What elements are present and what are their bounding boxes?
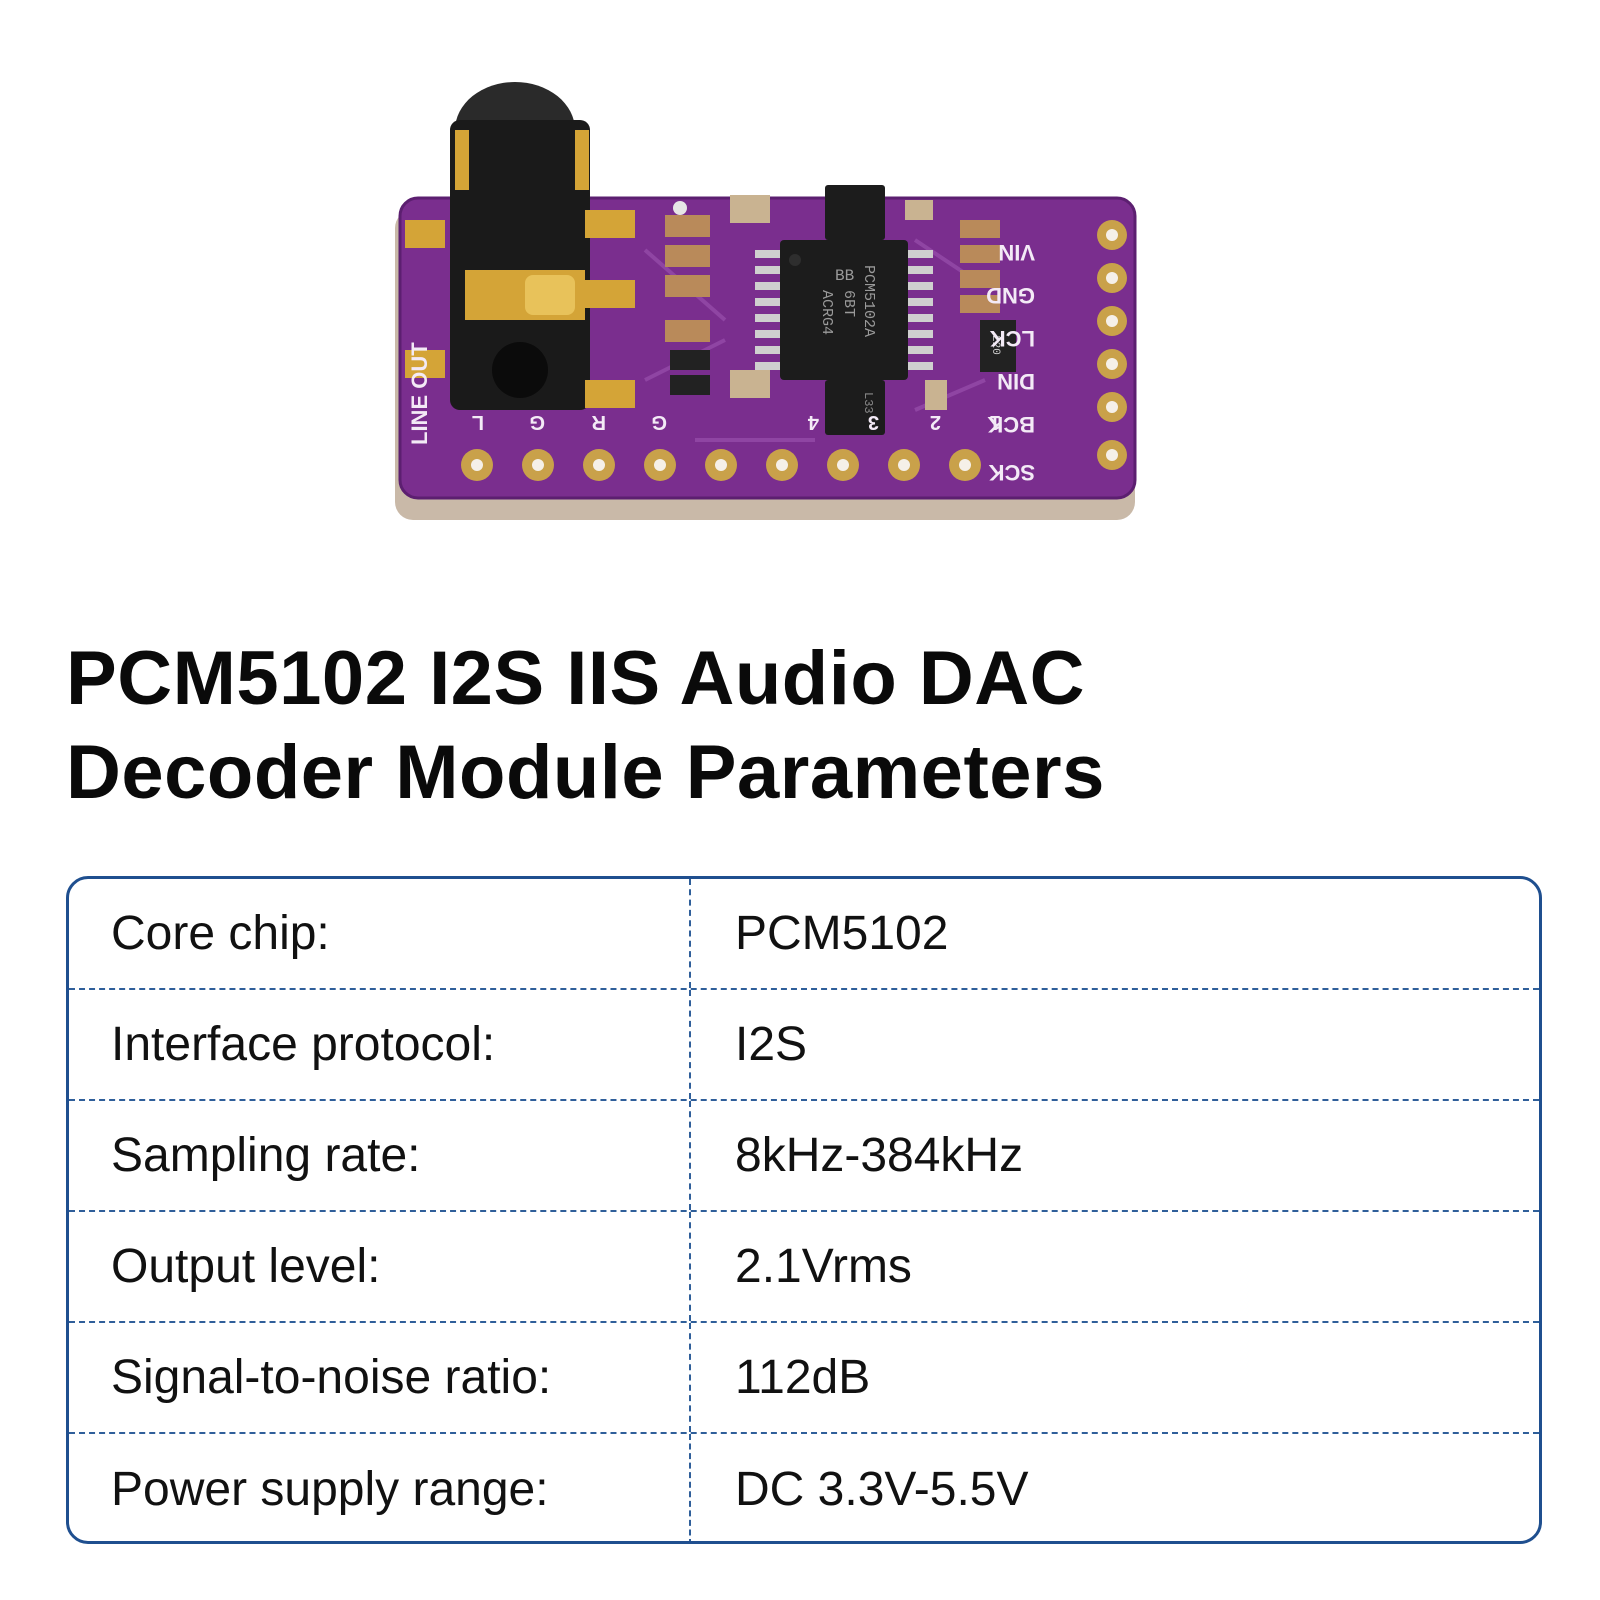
regulator-top: [825, 185, 885, 240]
pin-label-gnd: GND: [986, 283, 1035, 308]
pin-label-bck: BCK: [987, 412, 1035, 437]
table-row: Output level: 2.1Vrms: [69, 1212, 1539, 1323]
passive-components: 220: [665, 195, 1016, 410]
spec-label: Signal-to-noise ratio:: [69, 1323, 691, 1432]
pin-label-2: 2: [930, 411, 941, 433]
table-row: Signal-to-noise ratio: 112dB: [69, 1323, 1539, 1434]
pin-label-lck: LCK: [990, 326, 1035, 351]
spec-value: DC 3.3V-5.5V: [735, 1463, 1029, 1516]
page-title: PCM5102 I2S IIS Audio DAC Decoder Module…: [66, 632, 1526, 820]
table-row: Core chip: PCM5102: [69, 879, 1539, 990]
board-illustration: BB PCM5102A 6BT ACRG4 L33: [395, 82, 1137, 520]
title-line-1: PCM5102 I2S IIS Audio DAC: [66, 636, 1086, 721]
spec-label: Output level:: [69, 1212, 691, 1321]
spec-value: PCM5102: [735, 907, 949, 960]
title-line-2: Decoder Module Parameters: [66, 730, 1105, 815]
table-row: Power supply range: DC 3.3V-5.5V: [69, 1434, 1539, 1541]
spec-label: Interface protocol:: [69, 990, 691, 1099]
pcm5102-board-image: BB PCM5102A 6BT ACRG4 L33: [395, 80, 1185, 540]
spec-value: 2.1Vrms: [735, 1240, 912, 1293]
pin-label-din: DIN: [997, 369, 1035, 394]
regulator-marking: L33: [861, 392, 875, 414]
chip-marking-1: PCM5102A: [860, 265, 877, 337]
pin-label-1: 1: [990, 411, 1001, 433]
regulator-bottom: L33: [825, 380, 885, 435]
chip-marking-3: ACRG4: [818, 290, 835, 335]
table-row: Interface protocol: I2S: [69, 990, 1539, 1101]
spec-label: Sampling rate:: [69, 1101, 691, 1210]
resistor-marking: 220: [989, 335, 1001, 355]
spec-label: Core chip:: [69, 879, 691, 988]
pin-label-g1: G: [529, 411, 545, 433]
pin-label-3: 3: [868, 411, 879, 433]
spec-value: I2S: [735, 1018, 808, 1071]
bottom-header-pins: [461, 449, 981, 481]
pin-label-vin: VIN: [998, 240, 1035, 265]
spec-value: 112dB: [735, 1351, 871, 1404]
chip-logo: BB: [835, 267, 854, 285]
pin-label-sck: SCK: [988, 460, 1035, 485]
dac-chip: BB PCM5102A 6BT ACRG4: [755, 240, 933, 380]
spec-table: Core chip: PCM5102 Interface protocol: I…: [66, 876, 1542, 1544]
spec-label: Power supply range:: [69, 1434, 691, 1541]
jack-label: LINE OUT: [407, 342, 432, 445]
pin-label-l: L: [472, 411, 484, 433]
audio-jack: [405, 82, 635, 410]
pin-label-4: 4: [807, 411, 819, 433]
pin-label-g2: G: [651, 411, 667, 433]
right-header-pins: [1097, 220, 1127, 470]
chip-marking-2: 6BT: [840, 290, 857, 317]
spec-value: 8kHz-384kHz: [735, 1129, 1024, 1182]
table-row: Sampling rate: 8kHz-384kHz: [69, 1101, 1539, 1212]
pin-label-r: R: [591, 411, 606, 433]
